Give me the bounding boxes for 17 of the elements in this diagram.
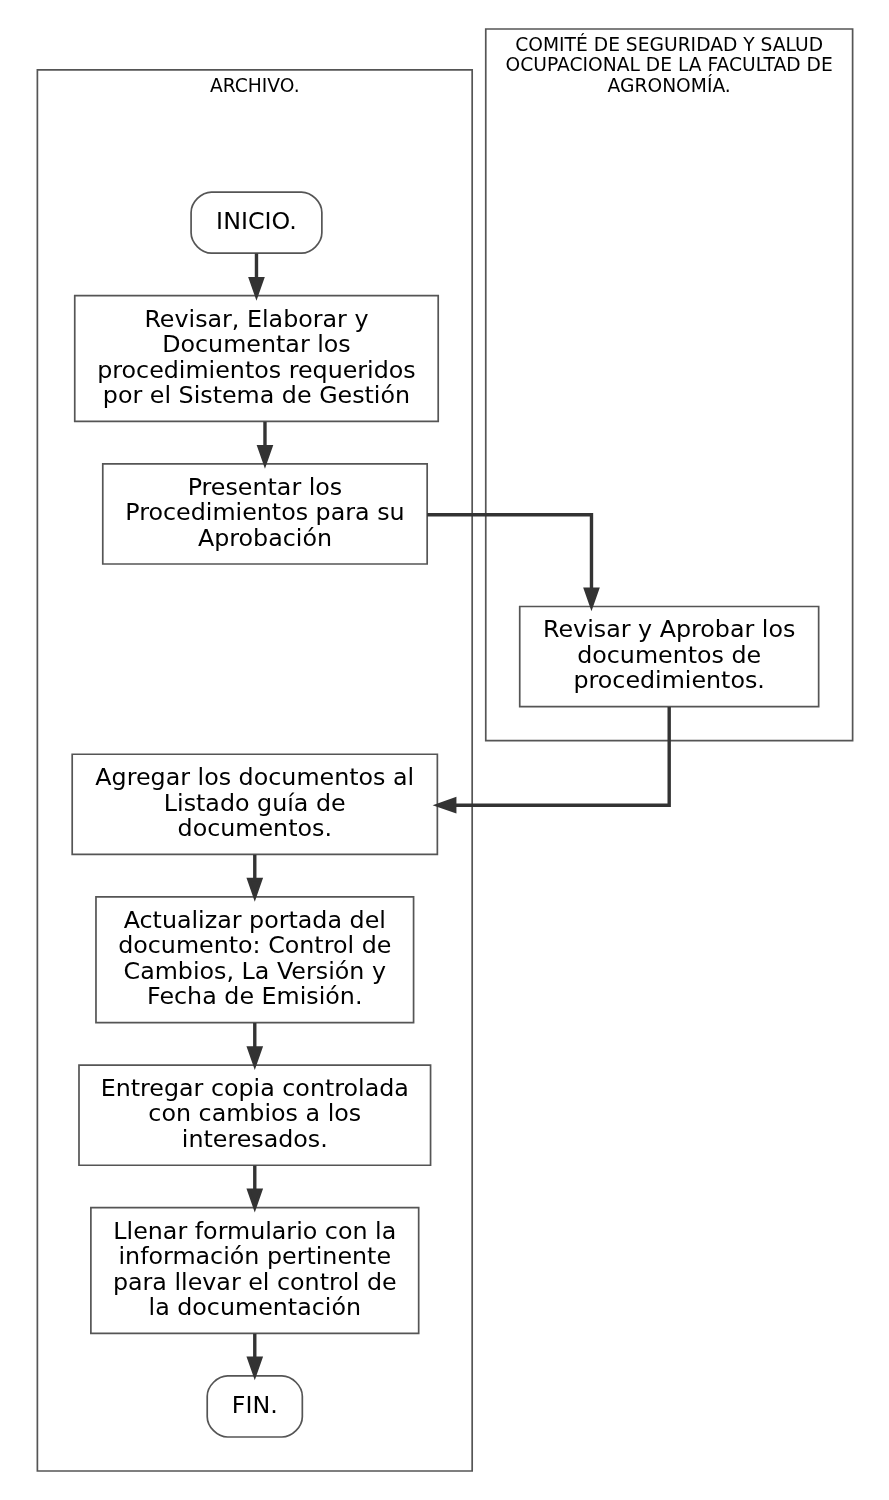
node-box: Actualizar portada del documento: Control de Cambios, La Versión y Fecha de Emisión.	[94, 896, 414, 1024]
node-box: Agregar los documentos al Listado guía de documentos.	[70, 753, 438, 856]
node-box: Entregar copia controlada con cambios a los interesados.	[77, 1064, 431, 1167]
node-box: Revisar y Aprobar los documentos de procedimientos.	[518, 605, 819, 708]
node-box: Presentar los Procedimientos para su Aprobación	[101, 462, 428, 565]
node-box: Llenar formulario con la información pertinente para llevar el control de la documentación	[89, 1206, 420, 1335]
node-box: FIN.	[205, 1375, 303, 1438]
arrow	[245, 1022, 263, 1070]
arrow	[432, 706, 671, 814]
arrow	[245, 1165, 263, 1213]
arrow	[245, 1333, 263, 1381]
arrow	[247, 253, 265, 301]
node-box: Revisar, Elaborar y Documentar los procedimientos requeridos por el Sistema de Gestión	[73, 294, 439, 423]
node-box: INICIO.	[189, 191, 323, 255]
arrow	[426, 513, 600, 612]
arrow	[245, 854, 263, 902]
arrow	[256, 421, 273, 469]
